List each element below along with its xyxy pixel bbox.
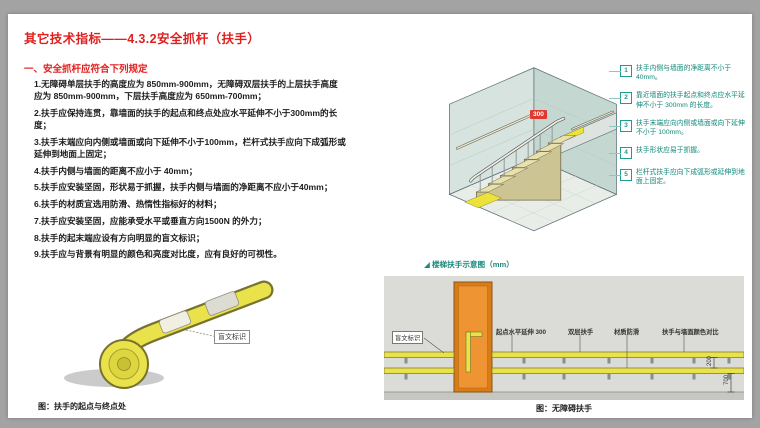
- braille-label: 盲文标识: [214, 330, 250, 344]
- wall-handrail-right: [571, 111, 614, 130]
- stair-figure-caption: ◢ 楼梯扶手示意图（mm）: [424, 260, 514, 269]
- stair-callouts: 1 扶手内侧与墙面的净距离不小于 40mm。 2 靠近墙面的扶手起点和终点应水平…: [609, 64, 746, 186]
- stair-callout: 4 扶手形状应易于抓握。: [609, 146, 746, 160]
- floor-strip: [384, 392, 744, 400]
- callout-number: 5: [609, 169, 632, 182]
- callout-number: 3: [609, 119, 632, 132]
- requirement-item: 8.扶手的起末端应设有方向明显的盲文标识；: [34, 232, 205, 243]
- stair-treads: [476, 135, 576, 193]
- extension-label: 起点水平延伸 300: [496, 329, 547, 336]
- handrail-end-disk-core: [117, 357, 131, 371]
- elevation-background: [384, 276, 744, 400]
- stair-callout: 5 栏杆式扶手应向下成弧形或延伸到地面上固定。: [609, 168, 746, 186]
- mount-plate: [204, 291, 240, 316]
- material-label: 材质防滑: [614, 329, 640, 336]
- braille-leader-line: [185, 329, 223, 339]
- requirement-item: 9.扶手应与背景有明显的颜色和亮度对比度，应有良好的可视性。: [34, 249, 282, 260]
- requirement-item: 3.扶手末端应向内侧或墙面或向下延伸不小于100mm，栏杆式扶手应向下成弧形或延…: [34, 136, 346, 160]
- rail-brackets: [404, 357, 731, 380]
- elevation-caption: 图：无障碍扶手: [536, 404, 592, 413]
- stair-callout: 2 靠近墙面的扶手起点和终点应水平延伸不小于 300mm 的长度。: [609, 91, 746, 109]
- requirement-item: 5.扶手应安装坚固，形状易于抓握，扶手内侧与墙面的净距离不应小于40mm；: [34, 182, 333, 193]
- elevation-illustration: [384, 276, 744, 400]
- dimension-lines: [710, 357, 735, 393]
- callout-number: 4: [609, 147, 632, 160]
- callout-number: 1: [609, 65, 632, 77]
- requirement-item: 6.扶手的材质宜选用防滑、热惰性指标好的材料；: [34, 199, 222, 210]
- railing-posts: [479, 123, 553, 192]
- callout-text: 靠近墙面的扶手起点和终点应水平延伸不小于 300mm 的长度。: [636, 92, 745, 109]
- lower-handrail: [384, 367, 744, 374]
- dimension-between-rails: 200: [707, 355, 714, 367]
- stair-callout: 1 扶手内侧与墙面的净距离不小于 40mm。: [609, 64, 746, 82]
- slide: 其它技术指标——4.3.2安全抓杆（扶手） 一、安全抓杆应符合下列规定 1.无障…: [8, 14, 752, 418]
- leader-lines: [423, 335, 685, 368]
- upper-handrail: [384, 351, 744, 358]
- callout-text: 扶手内侧与墙面的净距离不小于 40mm。: [636, 65, 732, 82]
- stair-figure: 300 1 扶手内侧与墙面的净距离不小于 40mm。 2 靠近墙面的扶手起点和终…: [380, 44, 748, 272]
- braille-plate: [158, 310, 192, 334]
- requirement-item: 7.扶手应安装坚固，应能承受水平或垂直方向1500N 的外力；: [34, 215, 267, 226]
- callout-text: 栏杆式扶手应向下成弧形或延伸到地面上固定。: [636, 169, 745, 186]
- elevation-figure: 盲文标识 起点水平延伸 300 双层扶手 材质防滑 扶手与墙面颜色对比 200 …: [384, 276, 746, 416]
- handrail-end-caption: 图：扶手的起点与终点处: [38, 402, 126, 411]
- handrail-end-illustration: [64, 280, 274, 389]
- callout-text: 扶手末端应向内侧或墙面或向下延伸不小于 100mm。: [636, 119, 745, 136]
- requirements-list: 1.无障碍单层扶手的高度应为 850mm-900mm，无障碍双层扶手的上层扶手高…: [34, 78, 346, 265]
- page-title: 其它技术指标——4.3.2安全抓杆（扶手）: [24, 32, 261, 46]
- stair-handrail: [469, 117, 565, 182]
- dimension-lower-to-floor: 700: [724, 374, 731, 386]
- wall-handrail-left: [456, 115, 531, 149]
- callout-text: 扶手形状应易于抓握。: [636, 147, 704, 155]
- door-panel: [458, 285, 488, 389]
- braille-label: 盲文标识: [392, 331, 424, 344]
- requirement-item: 4.扶手内侧与墙面的距离不应小于 40mm；: [34, 165, 198, 176]
- door-handrail-vertical: [465, 331, 471, 373]
- requirement-item: 2.扶手应保持连贯，靠墙面的扶手的起点和终点处应水平延伸不小于300mm的长度；: [34, 107, 338, 131]
- stair-isometric-illustration: [448, 67, 618, 232]
- requirement-item: 1.无障碍单层扶手的高度应为 850mm-900mm，无障碍双层扶手的上层扶手高…: [34, 79, 338, 102]
- dimension-badge: 300: [530, 110, 547, 119]
- handrail-end-figure: 盲文标识 图：扶手的起点与终点处: [22, 276, 312, 418]
- callout-number: 2: [609, 92, 632, 105]
- contrast-label: 扶手与墙面颜色对比: [662, 329, 719, 336]
- wall-tile-lines: [449, 98, 617, 166]
- warning-strip-bottom: [464, 192, 502, 209]
- double-rail-label: 双层扶手: [568, 329, 594, 336]
- stair-callout: 3 扶手末端应向内侧或墙面或向下延伸不小于 100mm。: [609, 119, 746, 137]
- section-heading: 一、安全抓杆应符合下列规定: [24, 64, 148, 75]
